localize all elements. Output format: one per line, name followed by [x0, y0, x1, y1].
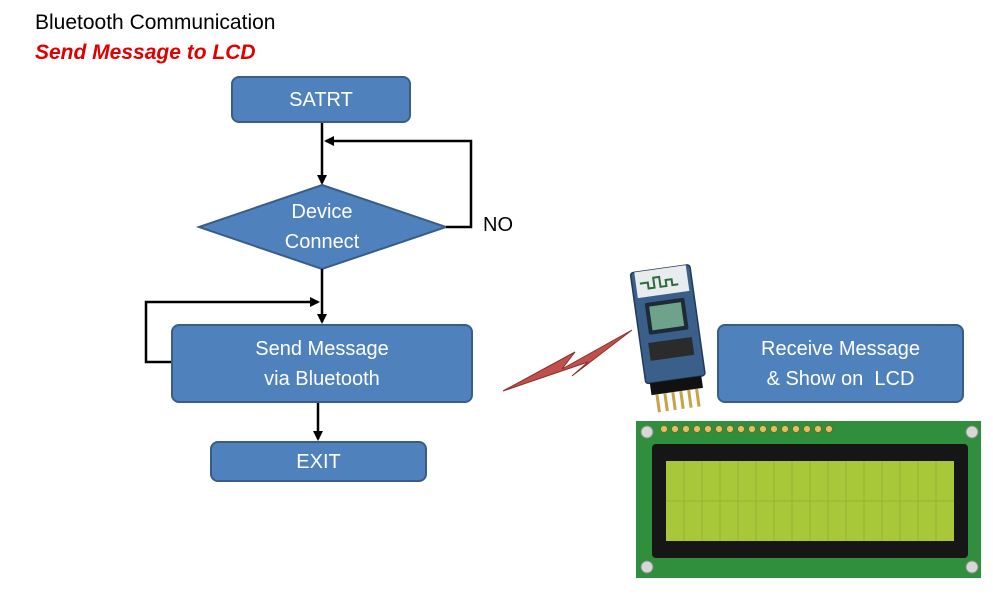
- arrow-no-loop: [324, 136, 473, 229]
- bluetooth-module-icon: [629, 264, 706, 413]
- no-branch-label: NO: [483, 214, 513, 236]
- exit-label: EXIT: [296, 450, 341, 473]
- receive-message-box: Receive Message & Show on LCD: [717, 324, 964, 403]
- receive-message-line2: & Show on LCD: [766, 367, 915, 390]
- send-message-box: Send Message via Bluetooth: [171, 324, 473, 403]
- send-message-line1: Send Message: [255, 337, 389, 360]
- decision-label-line1: Device: [291, 201, 353, 223]
- page-title: Bluetooth Communication: [35, 11, 276, 34]
- receive-message-line1: Receive Message: [761, 337, 920, 360]
- decision-label-line2: Connect: [284, 231, 360, 253]
- send-message-line2: via Bluetooth: [264, 367, 380, 390]
- exit-box: EXIT: [210, 441, 427, 482]
- lcd-16x2-icon: [636, 421, 981, 578]
- start-box: SATRT: [231, 76, 411, 123]
- lightning-bolt-icon: [502, 329, 633, 392]
- start-label: SATRT: [289, 88, 353, 111]
- arrow-send-loop: [144, 297, 320, 364]
- decision-label: Device Connect: [230, 197, 414, 257]
- page-subtitle: Send Message to LCD: [35, 41, 256, 64]
